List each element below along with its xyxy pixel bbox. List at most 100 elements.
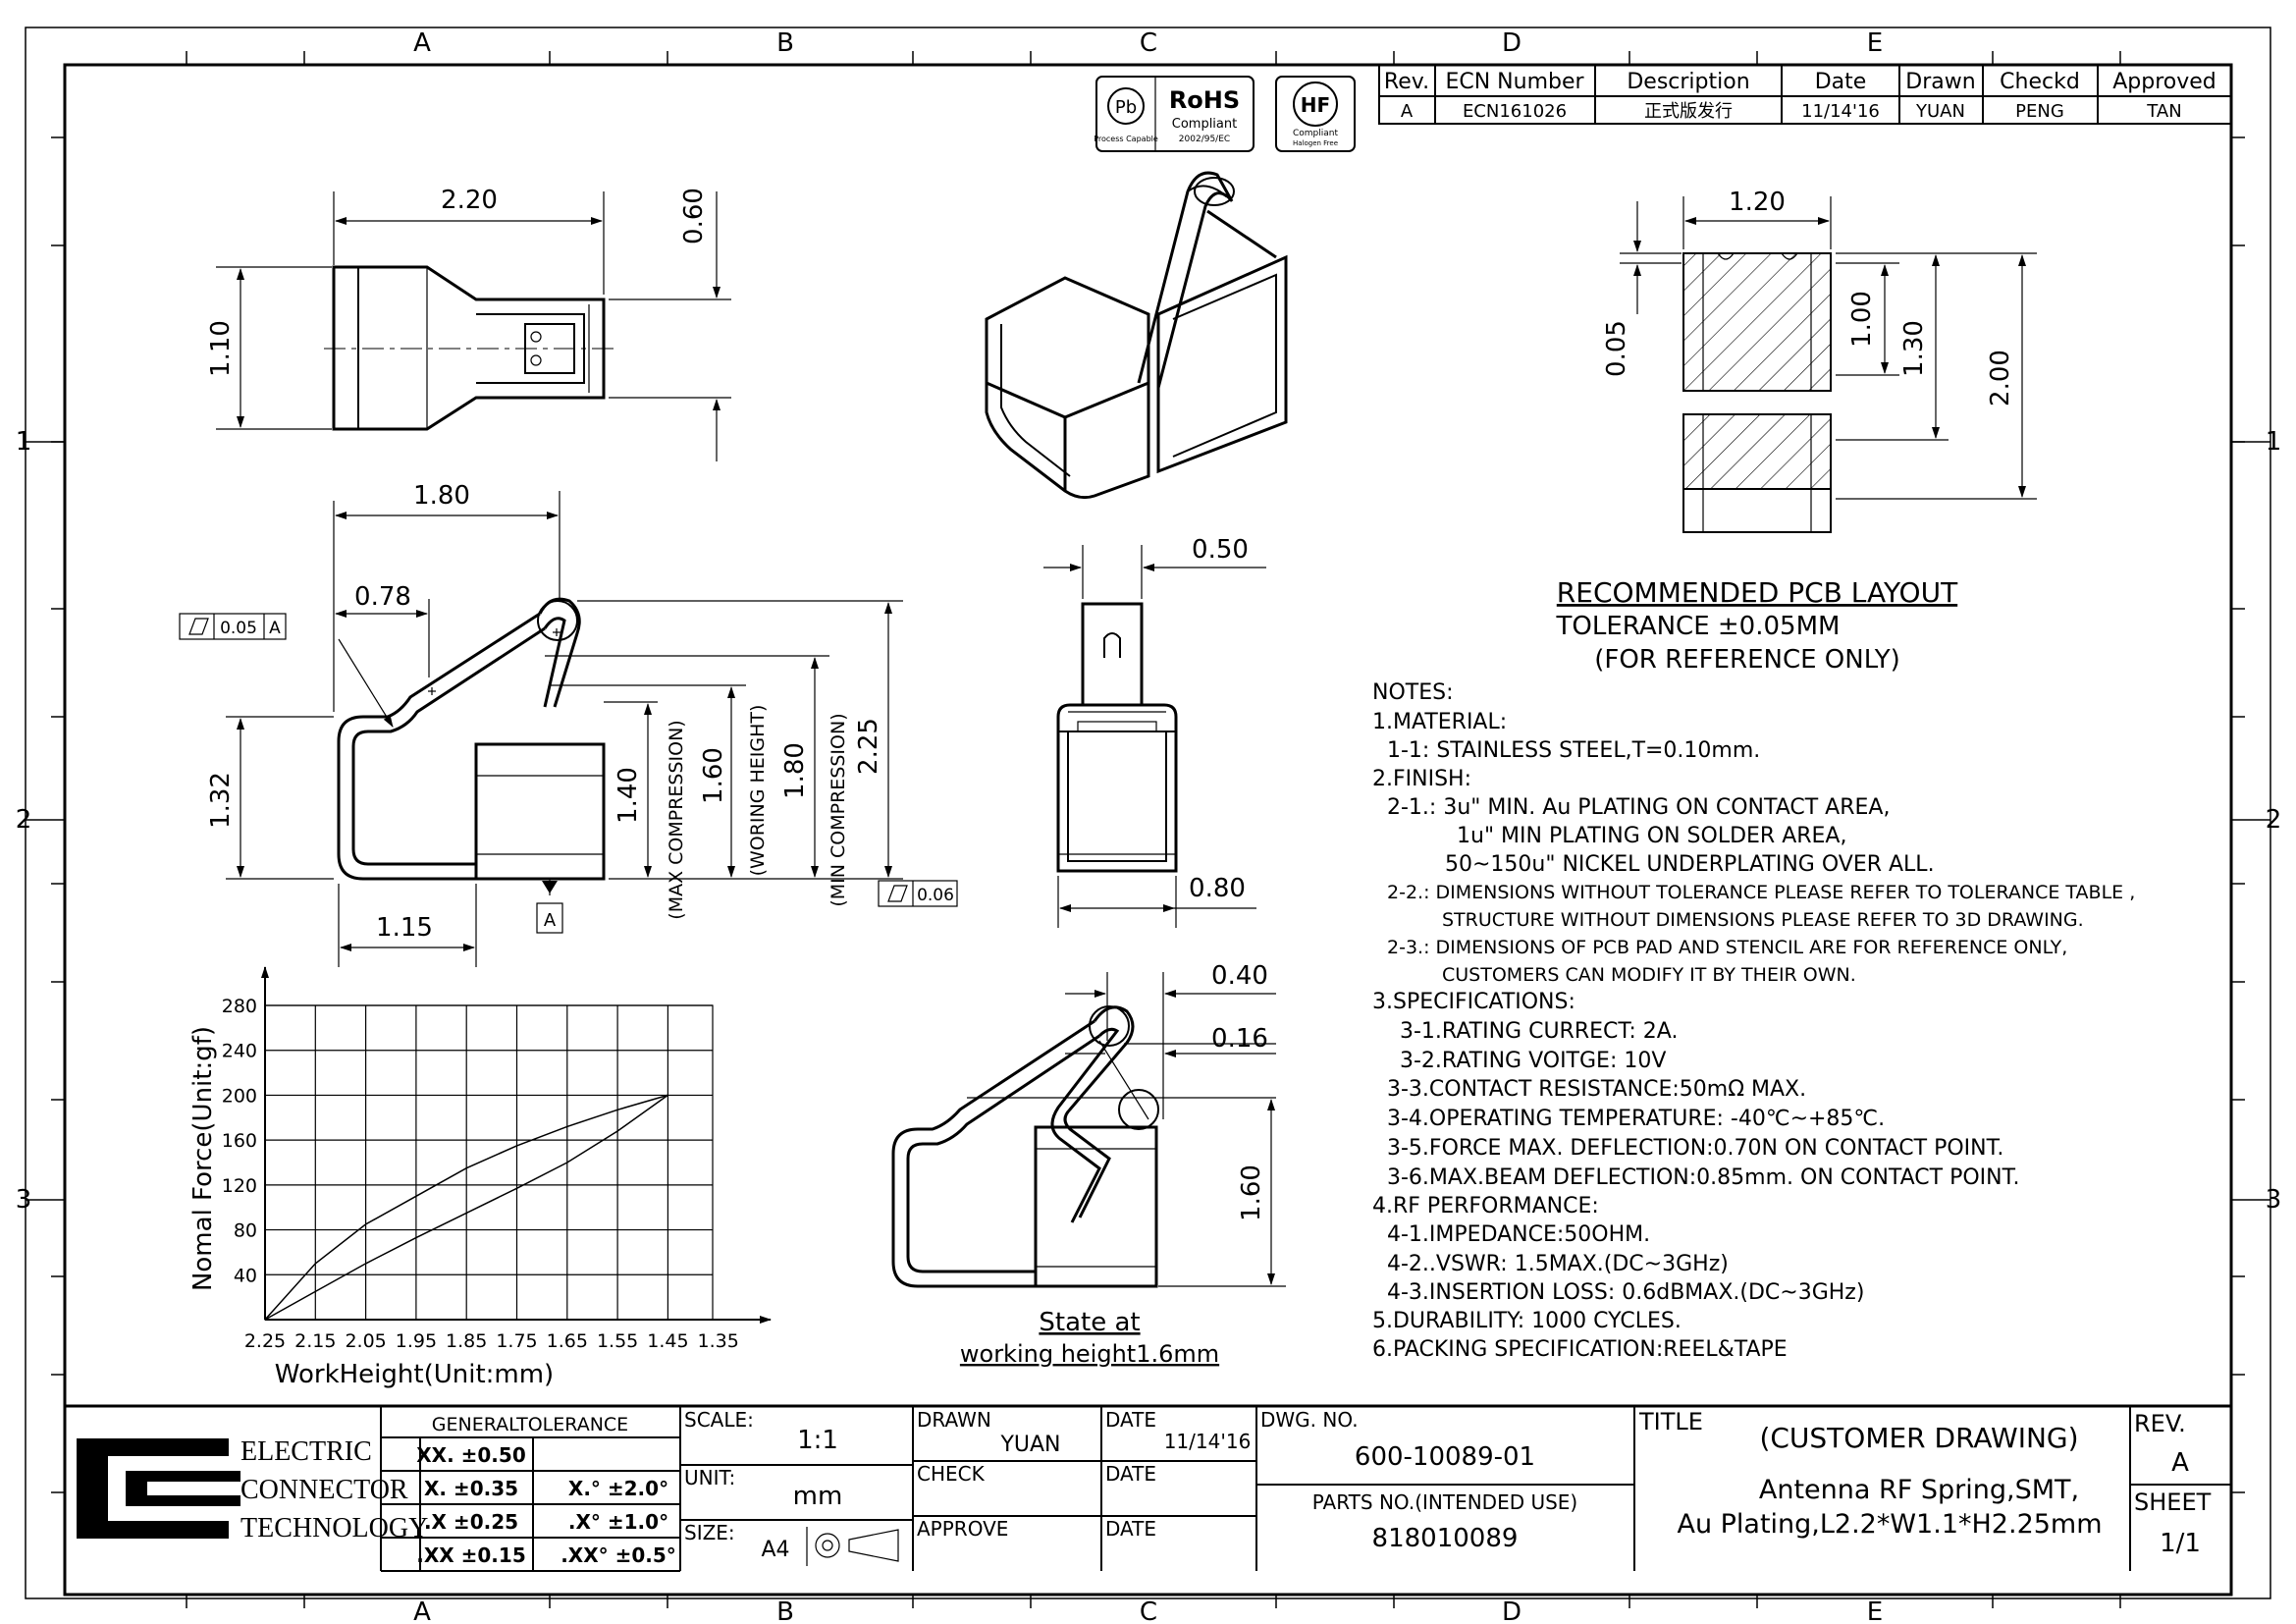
dim-ws-040: 0.40 — [1211, 961, 1268, 991]
company-line-1: ELECTRIC — [240, 1436, 372, 1467]
notes-line: 4-3.INSERTION LOSS: 0.6dBMAX.(DC~3GHz) — [1387, 1280, 1864, 1305]
dim-side-140: 1.40 — [614, 767, 643, 824]
graph-curve-unloading — [264, 1094, 668, 1321]
rev-cell-ecn: ECN161026 — [1463, 101, 1567, 122]
dim-pcb-120: 1.20 — [1729, 188, 1786, 217]
notes: NOTES: 1.MATERIAL: 1-1: STAINLESS STEEL,… — [1372, 680, 2135, 1362]
company-line-2: CONNECTOR — [240, 1475, 408, 1505]
hf-badge-sub1: Compliant — [1293, 129, 1338, 138]
working-height-label: working height1.6mm — [960, 1340, 1219, 1368]
front-view: 0.50 0.80 — [1043, 535, 1266, 928]
projection-symbol-icon — [815, 1533, 840, 1558]
check-label: CHECK — [917, 1462, 986, 1486]
label-min-compression: (MIN COMPRESSION) — [828, 713, 849, 906]
graph-xlabel: WorkHeight(Unit:mm) — [275, 1360, 554, 1389]
zone-row-r-1: 1 — [2266, 427, 2282, 457]
rev-header-rev: Rev. — [1384, 70, 1429, 94]
rohs-badge-sub2: 2002/95/EC — [1179, 135, 1230, 144]
graph-ytick-label: 280 — [222, 996, 257, 1017]
zone-labels: A B C D E A B C D E 1 2 3 1 2 3 — [16, 28, 2282, 1624]
label-max-compression: (MAX COMPRESSION) — [666, 720, 687, 919]
title-customer-drawing: (CUSTOMER DRAWING) — [1759, 1422, 2078, 1454]
compliance-badges: Pb Process Capable RoHS Compliant 2002/9… — [1094, 76, 1356, 152]
approve-label: APPROVE — [917, 1517, 1008, 1541]
tolerance-row-1: XX. ±0.50 — [416, 1443, 526, 1467]
rev-header-date: Date — [1815, 70, 1867, 94]
company-line-3: TECHNOLOGY — [240, 1513, 428, 1543]
notes-line: 3-3.CONTACT RESISTANCE:50mΩ MAX. — [1387, 1077, 1806, 1102]
graph-xtick-label: 1.55 — [597, 1330, 638, 1352]
dim-front-050: 0.50 — [1192, 535, 1249, 565]
notes-line: 4-1.IMPEDANCE:50OHM. — [1387, 1222, 1650, 1247]
notes-line: 3-1.RATING CURRECT: 2A. — [1400, 1019, 1678, 1044]
tolerance-row-3-angle: .X° ±1.0° — [568, 1510, 668, 1534]
state-at-label: State at — [1039, 1308, 1140, 1337]
zone-marks — [26, 51, 2270, 1608]
label-working-height: (WORING HEIGHT) — [747, 705, 769, 877]
date-label-3: DATE — [1105, 1517, 1156, 1541]
rohs-badge-sub1: Compliant — [1172, 117, 1237, 132]
tolerance-row-4-angle: .XX° ±0.5° — [561, 1543, 676, 1567]
inner-frame — [63, 63, 2233, 1597]
zone-col-bot-c: C — [1140, 1597, 1157, 1624]
notes-line: 3-2.RATING VOITGE: 10V — [1400, 1049, 1666, 1073]
notes-line: 3.SPECIFICATIONS: — [1372, 990, 1575, 1014]
notes-line: CUSTOMERS CAN MODIFY IT BY THEIR OWN. — [1442, 964, 1856, 986]
graph-xtick-label: 2.15 — [294, 1330, 336, 1352]
dim-pcb-130: 1.30 — [1899, 320, 1929, 377]
sheet-value: 1/1 — [2160, 1529, 2201, 1558]
notes-line: NOTES: — [1372, 680, 1454, 705]
graph-curve-loading — [264, 1094, 668, 1321]
zone-col-top-a: A — [413, 28, 431, 58]
zone-col-bot-e: E — [1867, 1597, 1883, 1624]
pcb-tolerance: TOLERANCE ±0.05MM — [1556, 612, 1841, 641]
notes-line: 1.MATERIAL: — [1372, 710, 1507, 734]
rev-cell-date: 11/14'16 — [1801, 101, 1880, 122]
notes-line: 2-1.: 3u" MIN. Au PLATING ON CONTACT ARE… — [1387, 795, 1890, 820]
rev-cell-checked: PENG — [2015, 101, 2064, 122]
isometric-view — [985, 171, 1288, 500]
drawn-label: DRAWN — [917, 1408, 991, 1432]
dim-side-078: 0.78 — [354, 582, 411, 612]
zone-row-r-3: 3 — [2266, 1185, 2282, 1215]
datum-a: A — [544, 910, 557, 931]
scale-label: SCALE: — [684, 1408, 754, 1432]
graph-ytick-label: 160 — [222, 1130, 257, 1152]
flatness-tol-2: 0.06 — [917, 886, 954, 905]
graph-xtick-label: 2.25 — [244, 1330, 286, 1352]
zone-col-bot-b: B — [776, 1597, 794, 1624]
notes-line: 5.DURABILITY: 1000 CYCLES. — [1372, 1309, 1682, 1333]
title-product-line-1: Antenna RF Spring,SMT, — [1759, 1475, 2079, 1505]
notes-line: 2-3.: DIMENSIONS OF PCB PAD AND STENCIL … — [1387, 937, 2067, 958]
title-block: ELECTRIC CONNECTOR TECHNOLOGY GENERALTOL… — [65, 1404, 2231, 1572]
notes-line: 2-2.: DIMENSIONS WITHOUT TOLERANCE PLEAS… — [1387, 882, 2135, 903]
revision-table: Rev. ECN Number Description Date Drawn C… — [1378, 64, 2232, 125]
tolerance-row-2-angle: X.° ±2.0° — [568, 1477, 668, 1500]
graph-xtick-label: 1.95 — [396, 1330, 437, 1352]
rev-header-drawn: Drawn — [1905, 70, 1975, 94]
tolerance-row-4: .XX ±0.15 — [416, 1543, 526, 1567]
dim-top-060: 0.60 — [679, 188, 709, 244]
notes-line: 3-6.MAX.BEAM DEFLECTION:0.85mm. ON CONTA… — [1387, 1165, 2019, 1190]
zone-col-top-d: D — [1502, 28, 1522, 58]
dim-top-height: 1.10 — [206, 320, 236, 377]
rev-value: A — [2171, 1448, 2189, 1478]
graph-xtick-label: 1.75 — [496, 1330, 537, 1352]
zone-col-top-e: E — [1867, 28, 1883, 58]
dim-side-115: 1.15 — [376, 913, 433, 943]
tolerance-row-3: .X ±0.25 — [424, 1510, 518, 1534]
dim-side-180v: 1.80 — [780, 742, 810, 799]
flatness-ref: A — [269, 619, 281, 638]
zone-row-l-3: 3 — [16, 1185, 32, 1215]
rev-header-approved: Approved — [2112, 70, 2216, 94]
graph-xtick-label: 2.05 — [345, 1330, 386, 1352]
notes-line: 1u" MIN PLATING ON SOLDER AREA, — [1457, 824, 1846, 848]
rev-cell-description: 正式版发行 — [1644, 101, 1733, 122]
parts-label: PARTS NO.(INTENDED USE) — [1312, 1490, 1577, 1514]
graph-ytick-label: 240 — [222, 1041, 257, 1062]
tolerance-header: GENERALTOLERANCE — [432, 1414, 628, 1435]
graph-ytick-label: 40 — [234, 1265, 257, 1286]
outer-frame — [25, 27, 2271, 1599]
pcb-layout: 1.20 0.05 1.00 1.30 2.00 RECOMMENDED PCB… — [1556, 188, 2037, 675]
